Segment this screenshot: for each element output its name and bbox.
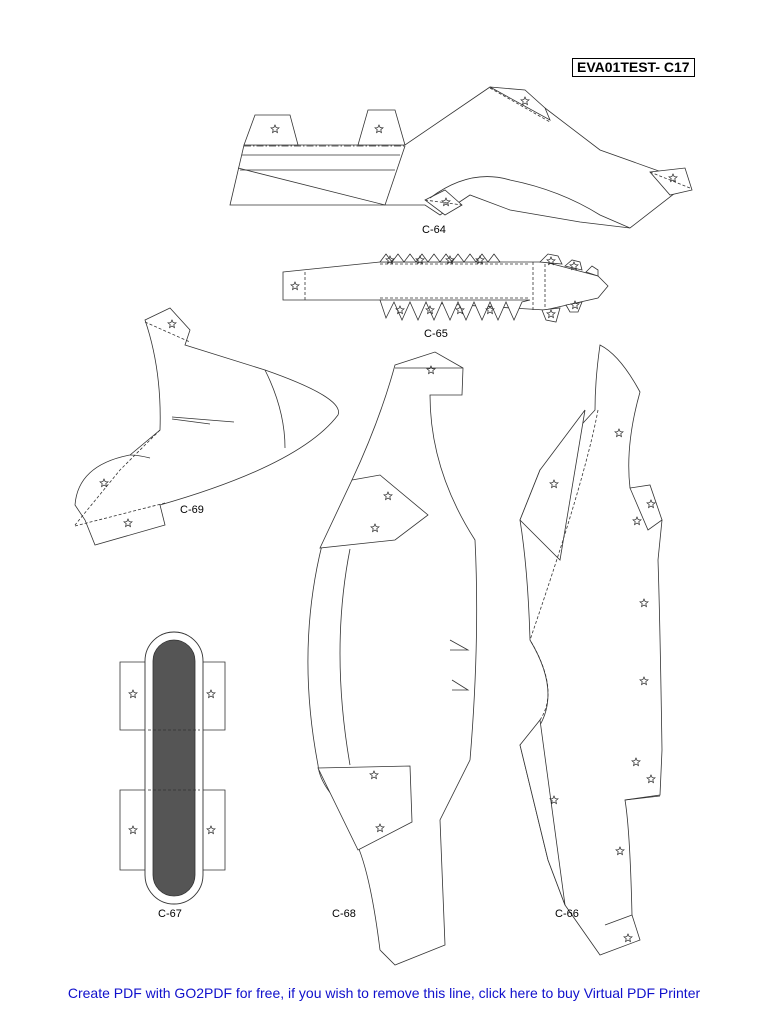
- part-c64-piece: [229, 86, 693, 229]
- part-c69-piece: [74, 307, 339, 546]
- part-label-c65: C-65: [424, 328, 448, 340]
- sheet-id-label: EVA01TEST- C17: [572, 58, 695, 77]
- part-label-c67: C-67: [158, 908, 182, 920]
- part-c66-piece: [519, 344, 663, 956]
- part-label-c64: C-64: [422, 224, 446, 236]
- part-label-c69: C-69: [180, 504, 204, 516]
- go2pdf-banner-link[interactable]: Create PDF with GO2PDF for free, if you …: [67, 985, 701, 1001]
- part-label-c68: C-68: [332, 908, 356, 920]
- part-c68-piece: [307, 351, 478, 966]
- part-c65-piece: [282, 253, 609, 323]
- part-label-c66: C-66: [555, 908, 579, 920]
- part-c67-piece: [119, 631, 226, 905]
